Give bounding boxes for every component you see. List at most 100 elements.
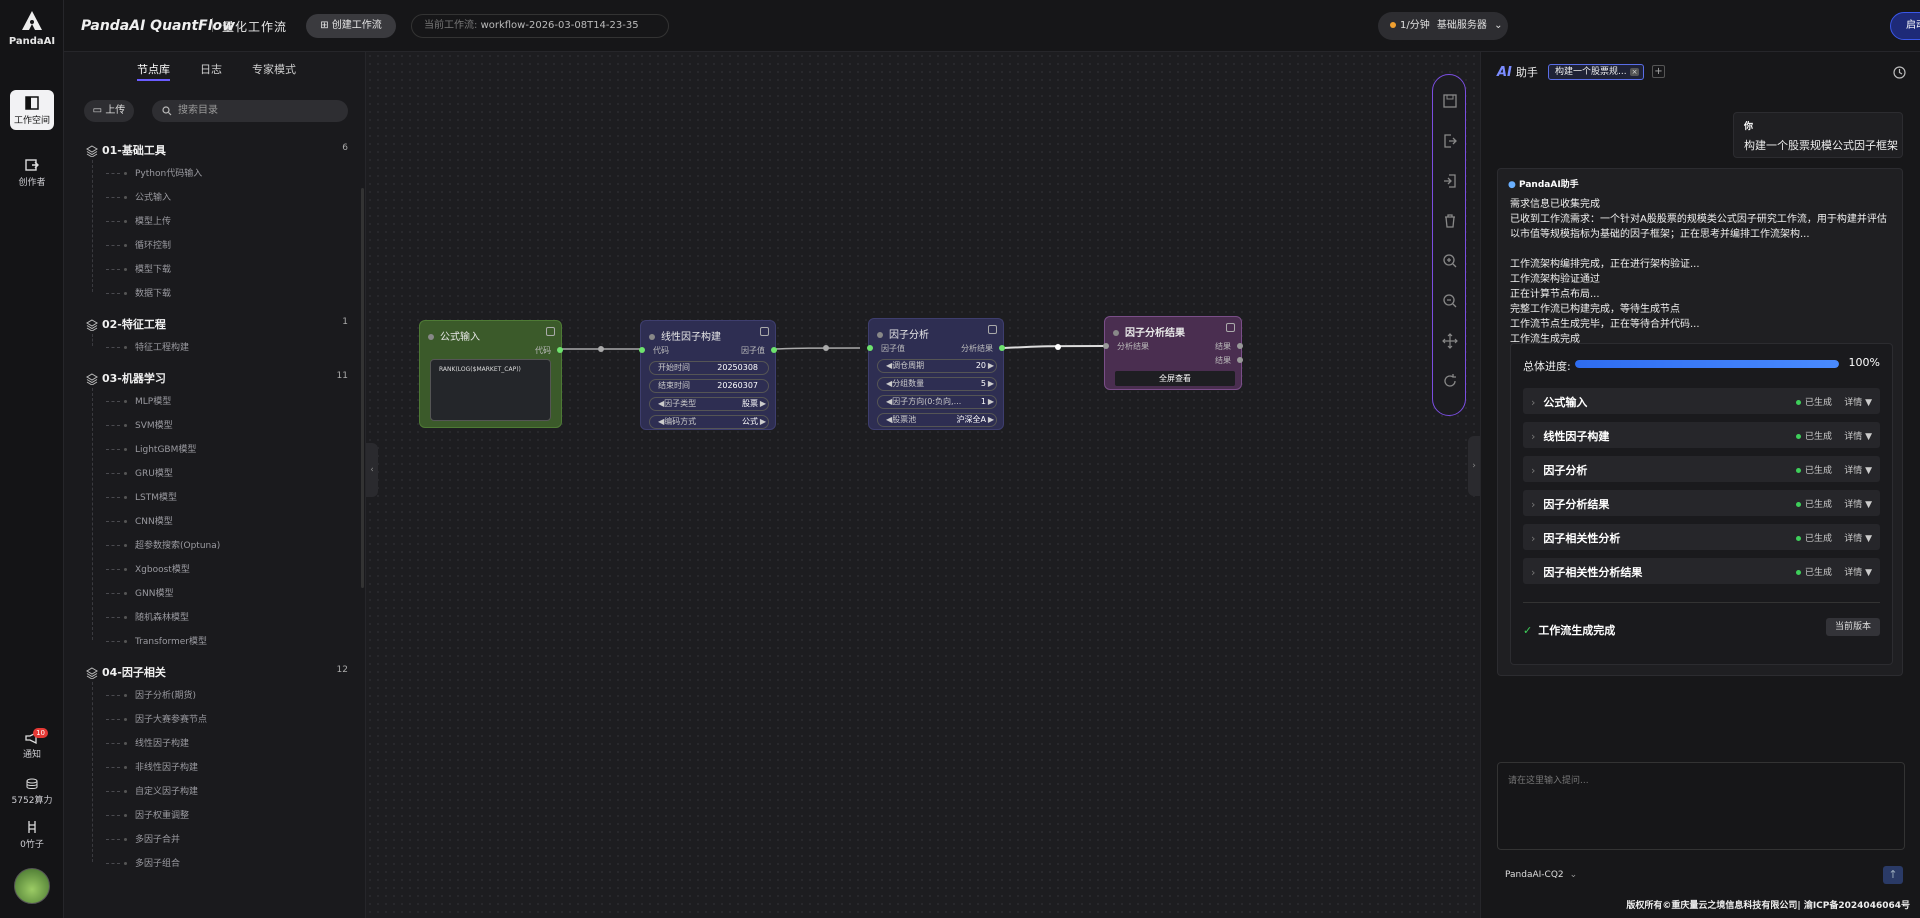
rail-item-bamboo[interactable]: 0竹子 [10, 820, 54, 850]
create-workflow-button[interactable]: ⊞ 创建工作流 [306, 14, 396, 38]
tree-node-item[interactable]: Python代码输入 [92, 166, 342, 179]
rail-item-workspace[interactable]: 工作空间 [10, 90, 54, 130]
output-port[interactable] [557, 347, 563, 353]
formula-code-editor[interactable]: RANK(LOG($MARKET_CAP)) [430, 359, 551, 421]
tree-node-item[interactable]: 多因子组合 [92, 856, 342, 869]
output-port[interactable] [771, 347, 777, 353]
current-version-button[interactable]: 当前版本 [1826, 618, 1880, 636]
edit-icon[interactable] [546, 327, 555, 336]
zoom-out-icon[interactable] [1442, 293, 1458, 309]
tree-node-item[interactable]: Xgboost模型 [92, 562, 342, 575]
step-detail-toggle[interactable]: 详情 ▼ [1844, 432, 1872, 442]
edit-icon[interactable] [988, 325, 997, 334]
input-port[interactable] [639, 347, 645, 353]
collapse-assistant-button[interactable]: › [1468, 436, 1480, 496]
encode-method-select[interactable]: ◀编码方式公式▶ [649, 415, 769, 429]
output-port[interactable] [1237, 343, 1243, 349]
rail-item-compute[interactable]: 5752算力 [10, 778, 54, 806]
input-port[interactable] [867, 345, 873, 351]
import-icon[interactable] [1442, 173, 1458, 189]
fit-view-icon[interactable] [1442, 333, 1458, 349]
tree-node-item[interactable]: SVM模型 [92, 418, 342, 431]
edit-icon[interactable] [760, 327, 769, 336]
workflow-canvas[interactable]: 公式输入 代码 RANK(LOG($MARKET_CAP)) 线性因子构建 代码… [366, 52, 1480, 918]
tree-node-item[interactable]: CNN模型 [92, 514, 342, 527]
question-input[interactable]: 请在这里输入提问... [1497, 762, 1905, 850]
node-formula-input[interactable]: 公式输入 代码 RANK(LOG($MARKET_CAP)) [419, 320, 563, 428]
tree-node-item[interactable]: 自定义因子构建 [92, 784, 342, 797]
tree-node-item[interactable]: 非线性因子构建 [92, 760, 342, 773]
export-icon[interactable] [1442, 133, 1458, 149]
history-clock-icon[interactable] [1893, 66, 1906, 79]
close-icon[interactable]: × [1630, 68, 1639, 76]
rail-item-creator[interactable]: 创作者 [10, 158, 54, 188]
refresh-icon[interactable] [1442, 373, 1458, 389]
step-detail-toggle[interactable]: 详情 ▼ [1844, 398, 1872, 408]
tab-expert-mode[interactable]: 专家模式 [252, 63, 296, 76]
step-detail-toggle[interactable]: 详情 ▼ [1844, 466, 1872, 476]
node-factor-analysis-result[interactable]: 因子分析结果 分析结果 结果 结果 全屏查看 [1103, 316, 1243, 390]
tab-log[interactable]: 日志 [200, 63, 222, 76]
fullscreen-view-button[interactable]: 全屏查看 [1115, 371, 1235, 386]
new-session-button[interactable]: + [1652, 65, 1665, 78]
tree-node-item[interactable]: MLP模型 [92, 394, 342, 407]
stock-pool-select[interactable]: ◀股票池沪深全A▶ [877, 413, 997, 427]
tree-node-item[interactable]: 循环控制 [92, 238, 342, 251]
tree-node-item[interactable]: Transformer模型 [92, 634, 342, 647]
tree-node-item[interactable]: 特征工程构建 [92, 340, 342, 353]
send-button[interactable]: ↑ [1883, 866, 1903, 884]
tree-node-item[interactable]: 数据下载 [92, 286, 342, 299]
step-detail-toggle[interactable]: 详情 ▼ [1844, 534, 1872, 544]
avatar[interactable] [14, 868, 50, 904]
start-workflow-button[interactable]: 启动工作流 [1890, 12, 1920, 40]
tree-node-item[interactable]: GRU模型 [92, 466, 342, 479]
tab-node-library[interactable]: 节点库 [137, 63, 170, 81]
tree-node-item[interactable]: 模型上传 [92, 214, 342, 227]
session-tab[interactable]: 构建一个股票规...× [1548, 64, 1644, 80]
upload-button[interactable]: ▭ 上传 [84, 100, 134, 122]
factor-type-select[interactable]: ◀因子类型股票▶ [649, 397, 769, 411]
tree-node-item[interactable]: GNN模型 [92, 586, 342, 599]
output-port[interactable] [1237, 357, 1243, 363]
output-port[interactable] [999, 345, 1005, 351]
model-select[interactable]: PandaAI-CQ2⌄ [1505, 870, 1577, 880]
tree-node-item[interactable]: 随机森林模型 [92, 610, 342, 623]
tree-node-item[interactable]: LSTM模型 [92, 490, 342, 503]
rail-item-notice[interactable]: 10 通知 [10, 728, 54, 760]
tree-node-item[interactable]: 线性因子构建 [92, 736, 342, 749]
directory-search-input[interactable]: 搜索目录 [152, 100, 348, 122]
panda-logo[interactable]: PandaAI [0, 10, 64, 47]
input-port[interactable] [1103, 343, 1109, 349]
edit-icon[interactable] [1226, 323, 1235, 332]
step-detail-toggle[interactable]: 详情 ▼ [1844, 500, 1872, 510]
tree-node-item[interactable]: LightGBM模型 [92, 442, 342, 455]
zoom-in-icon[interactable] [1442, 253, 1458, 269]
tree-node-item[interactable]: 多因子合并 [92, 832, 342, 845]
tree-node-item[interactable]: 因子分析(期货) [92, 688, 342, 701]
trash-icon[interactable] [1442, 213, 1458, 229]
server-select[interactable]: 1/分钟 基础服务器 ⌄ [1378, 12, 1508, 40]
save-icon[interactable] [1442, 93, 1458, 109]
tree-node-item[interactable]: 因子大赛参赛节点 [92, 712, 342, 725]
collapse-library-button[interactable]: ‹ [366, 443, 378, 497]
tree-node-item[interactable]: 模型下载 [92, 262, 342, 275]
tree-node-item[interactable]: 超参数搜索(Optuna) [92, 538, 342, 551]
factor-direction-stepper[interactable]: ◀因子方向(0:负向,...1▶ [877, 395, 997, 409]
tree-node-item[interactable]: 因子权重调整 [92, 808, 342, 821]
library-scrollbar[interactable] [361, 188, 364, 588]
